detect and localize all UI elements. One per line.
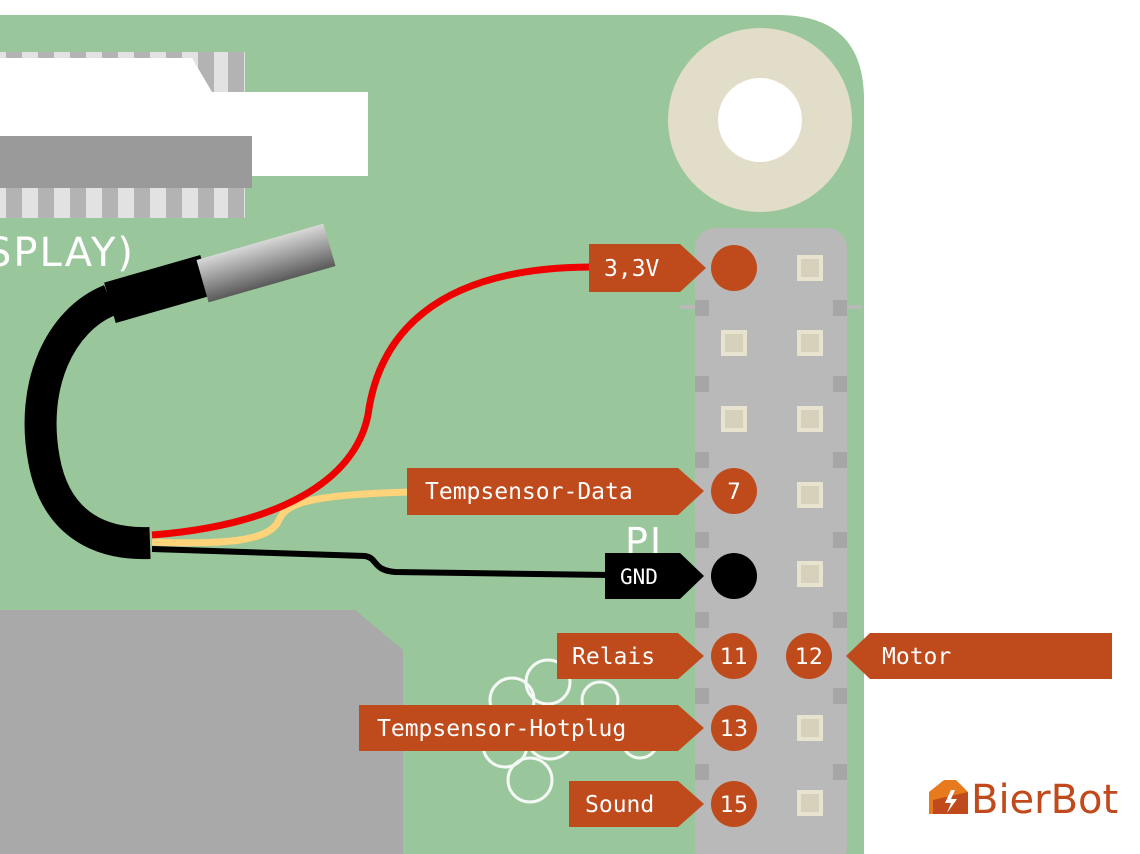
label-motor-text: Motor: [882, 644, 951, 670]
unused-pin: [797, 255, 823, 281]
label-tempsensor-hotplug: Tempsensor-Hotplug: [359, 705, 704, 751]
unused-pin: [797, 482, 823, 508]
unused-pins: [721, 255, 823, 816]
sensor-probe: [196, 223, 336, 303]
pin-3v3: [711, 245, 757, 291]
wire-data-yellow: [151, 488, 411, 547]
bierbot-icon: [929, 780, 968, 814]
gpio-header: [680, 228, 862, 854]
bierbot-wordmark: BierBot: [971, 777, 1118, 823]
sensor-shrink-sleeve: [104, 255, 212, 323]
label-tempsensor-data: Tempsensor-Data: [407, 468, 704, 515]
wire-vcc-red: [151, 263, 591, 539]
sd-card-area: [0, 610, 403, 854]
pin-15-number: 15: [720, 793, 748, 818]
bierbot-logo: BierBot: [929, 777, 1118, 823]
pin-7-number: 7: [727, 480, 741, 505]
unused-pin: [721, 330, 747, 356]
mounting-hole: [668, 28, 852, 212]
pin-12: 12: [786, 633, 832, 679]
pin-7: 7: [711, 468, 757, 514]
label-sound: Sound: [569, 781, 704, 827]
silkscreen-display-label: SPLAY): [0, 230, 135, 276]
pin-gnd: [711, 553, 757, 599]
pin-11-number: 11: [720, 645, 748, 670]
label-gnd-text: GND: [620, 565, 658, 589]
pin-11: 11: [711, 633, 757, 679]
label-3v3: 3,3V: [589, 244, 706, 292]
pin-12-number: 12: [795, 645, 823, 670]
unused-pin: [721, 406, 747, 432]
unused-pin: [797, 715, 823, 741]
label-tempsensor-hotplug-text: Tempsensor-Hotplug: [377, 716, 626, 742]
label-3v3-text: 3,3V: [604, 256, 660, 282]
label-relais: Relais: [557, 633, 704, 679]
label-relais-text: Relais: [572, 644, 655, 670]
pin-13: 13: [711, 705, 757, 751]
header-pin-notches: [695, 300, 847, 780]
label-sound-text: Sound: [585, 792, 654, 818]
label-gnd: GND: [605, 553, 704, 599]
pin-13-number: 13: [720, 717, 748, 742]
pin-15: 15: [711, 781, 757, 827]
unused-pin: [797, 406, 823, 432]
unused-pin: [797, 790, 823, 816]
unused-pin: [797, 330, 823, 356]
unused-pin: [797, 561, 823, 587]
sensor-cable: [24, 285, 151, 560]
label-tempsensor-data-text: Tempsensor-Data: [425, 479, 633, 505]
display-connector: [0, 52, 368, 218]
label-motor: Motor: [846, 633, 1112, 679]
wire-gnd-black: [151, 546, 611, 578]
